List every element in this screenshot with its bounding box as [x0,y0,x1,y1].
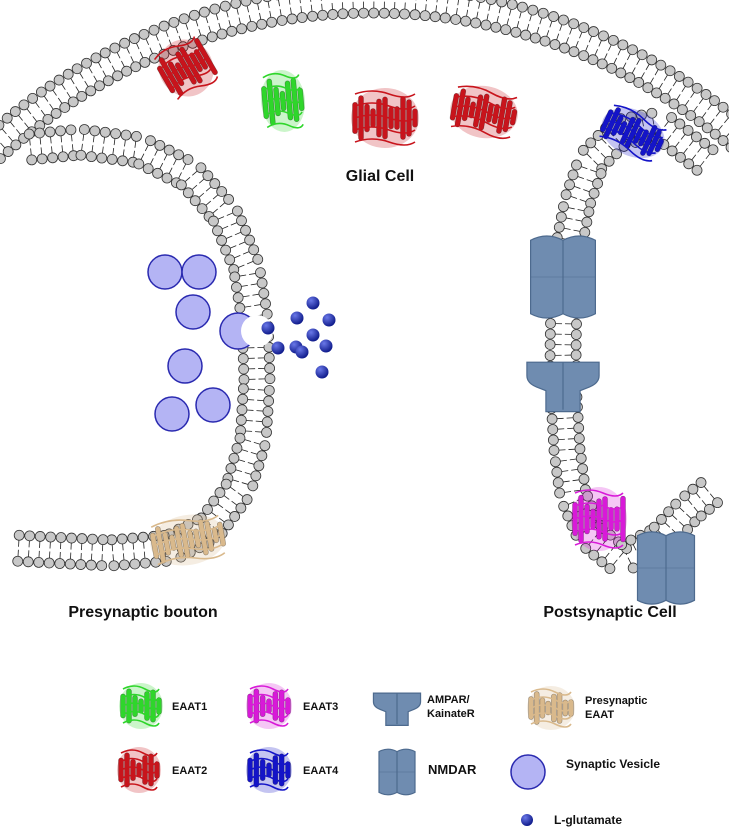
glutamate-molecule [261,321,275,335]
glutamate-molecule [322,313,336,327]
legend-eaat4-icon [246,747,292,793]
synaptic-vesicles [147,254,231,432]
legend-nmdar-label: NMDAR [428,762,477,777]
legend-presynaptic-eaat-label-2: EAAT [585,709,614,721]
legend-eaat1-label: EAAT1 [172,701,207,713]
legend-presynaptic-eaat-label: Presynaptic [585,695,647,707]
lipid-membranes [0,0,729,574]
glial-cell-label: Glial Cell [346,168,414,185]
presynaptic-bouton-label: Presynaptic bouton [68,604,217,621]
legend-eaat1-icon [119,683,163,729]
glutamate-molecules [261,296,336,379]
postsynaptic-membrane [544,107,723,574]
legend-ampar-icon [372,692,422,726]
membrane-proteins [149,36,667,566]
eaat2-protein [449,85,518,140]
presynaptic-eaat-protein [149,514,226,566]
legend-vesicle-label: Synaptic Vesicle [566,757,660,771]
eaat3-protein [571,487,627,551]
glutamate-molecule [315,365,329,379]
glutamate-molecule [306,296,320,310]
eaat2-protein [351,88,419,148]
legend-glutamate-label: L-glutamate [554,813,622,827]
legend-kainate-label: KainateR [427,708,475,720]
eaat4-protein [599,104,667,162]
synaptic-vesicle [147,254,183,290]
synaptic-vesicle [175,294,211,330]
legend-presynaptic-eaat-icon [527,686,575,730]
glial-membrane [0,0,729,165]
legend-eaat3-label: EAAT3 [303,701,338,713]
glutamate-molecule [319,339,333,353]
glutamate-molecule [290,311,304,325]
synaptic-vesicle [181,254,217,290]
synaptic-vesicle [167,348,203,384]
receptors [526,235,696,605]
legend: EAAT1 EAAT2 EAAT3 EAAT4 AMPAR/ KainateR … [117,683,660,827]
legend-eaat2-label: EAAT2 [172,765,207,777]
legend-vesicle-icon [510,754,546,790]
legend-ampar-label: AMPAR/ [427,694,470,706]
postsynaptic-cell-label: Postsynaptic Cell [543,604,676,621]
eaat1-protein [260,70,306,132]
legend-eaat3-icon [246,683,292,729]
synaptic-vesicle [195,387,231,423]
eaat2-protein [153,36,219,100]
legend-glutamate-icon [521,814,533,826]
ampar-receptor [526,361,600,413]
nmdar-receptor [530,235,596,319]
legend-eaat4-label: EAAT4 [303,765,339,777]
glutamate-molecule [295,345,309,359]
legend-nmdar-icon [378,748,416,796]
nmdar-receptor [636,531,696,605]
legend-eaat2-icon [117,747,161,793]
glutamate-molecule [271,341,285,355]
glutamate-molecule [306,328,320,342]
synaptic-vesicle [154,396,190,432]
